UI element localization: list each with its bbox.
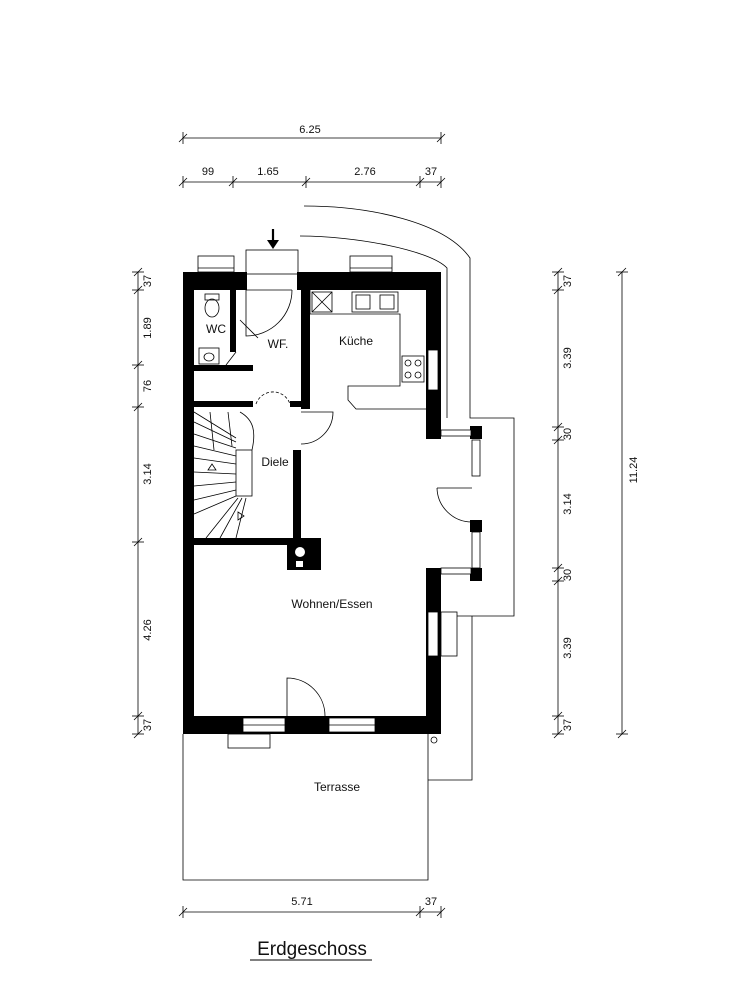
top-dimension-segments: 99 1.65 2.76 37 [178,166,446,188]
interior-walls [183,290,321,570]
windows [197,255,481,749]
room-label-kueche: Küche [339,334,373,348]
stove-icon [401,355,425,383]
chimney-icon [295,547,305,567]
plan-title: Erdgeschoss [257,939,367,960]
left-dimension-segments: 37 1.89 76 3.14 4.26 37 [132,267,154,739]
room-label-terrasse: Terrasse [314,780,360,794]
dim-right-total: 11.24 [628,457,640,484]
dim-left-seg-6: 37 [142,719,154,731]
dim-left-seg-5: 4.26 [142,619,154,640]
dim-bottom-seg-2: 37 [425,896,437,908]
right-dimension-total: 11.24 [616,267,640,739]
dim-top-seg-3: 2.76 [354,166,375,178]
dim-top-seg-4: 37 [425,166,437,178]
dim-right-seg-2: 3.39 [562,347,574,368]
dim-left-seg-4: 3.14 [142,463,154,484]
bottom-dimension-segments: 5.71 37 [178,896,446,918]
dim-left-seg-1: 37 [142,275,154,287]
dim-right-seg-3: 30 [562,428,574,440]
room-label-wf: WF. [268,337,289,351]
dim-top-seg-1: 99 [202,166,214,178]
room-label-diele: Diele [261,455,289,469]
wf-wall-angle [225,351,237,366]
entrance-arrow-icon [267,229,279,249]
doors [239,289,473,717]
sink-icon [198,347,220,365]
dim-top-seg-2: 1.65 [257,166,278,178]
dim-right-seg-5: 30 [562,569,574,581]
dim-right-seg-6: 3.39 [562,637,574,658]
room-label-wohnen: Wohnen/Essen [291,597,372,611]
room-label-wc: WC [206,322,226,336]
kitchen-counter [309,290,426,410]
right-dimension-segments: 37 3.39 30 3.14 30 3.39 37 [552,267,574,739]
terrace-outline [182,616,473,881]
dim-right-seg-1: 37 [562,275,574,287]
dim-left-seg-2: 1.89 [142,317,154,338]
dim-bottom-seg-1: 5.71 [291,896,312,908]
dim-right-seg-4: 3.14 [562,493,574,514]
toilet-icon [204,293,220,318]
staircase [193,411,255,539]
dim-top-total: 6.25 [299,124,320,136]
entrance-canopy-outline [245,205,515,617]
exterior-walls [183,272,482,734]
dim-right-seg-7: 37 [562,719,574,731]
top-dimension-total: 6.25 [178,124,446,144]
dim-left-seg-3: 76 [142,380,154,392]
